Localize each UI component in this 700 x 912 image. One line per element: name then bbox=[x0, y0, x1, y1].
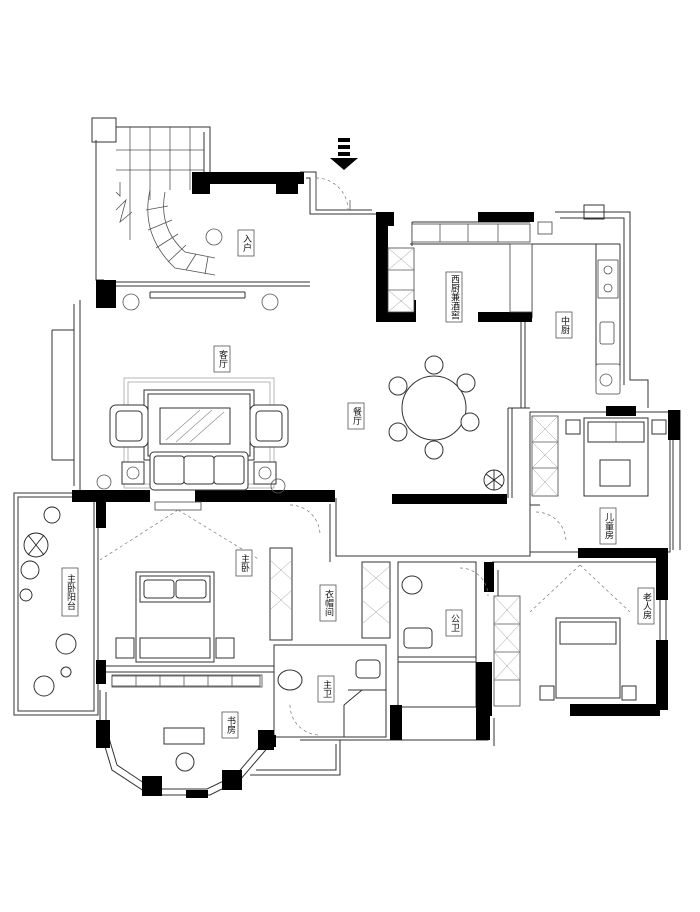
master-bath-fixtures bbox=[277, 659, 381, 736]
dining-table bbox=[388, 355, 505, 491]
label-chinese-kitchen: 中厨 bbox=[559, 315, 570, 334]
entry-arrow-icon bbox=[330, 138, 358, 170]
public-bath-fixtures bbox=[401, 567, 489, 649]
label-western-kitchen: 西厨兼酒窖 bbox=[449, 274, 460, 320]
label-living: 客厅 bbox=[217, 349, 228, 368]
label-walk-in-closet: 衣帽间 bbox=[323, 588, 334, 617]
living-room-furniture bbox=[96, 293, 289, 494]
label-master-bath: 主卫 bbox=[321, 679, 332, 698]
western-kitchen-cabinets bbox=[387, 221, 553, 313]
stair-arrow-icon bbox=[115, 182, 121, 197]
staircase bbox=[115, 127, 223, 276]
elder-room-furniture bbox=[493, 511, 637, 707]
chinese-kitchen-fixtures bbox=[595, 259, 621, 395]
label-dining: 餐厅 bbox=[351, 406, 362, 425]
label-elder-room: 老人房 bbox=[641, 591, 652, 620]
balcony-plants bbox=[19, 506, 77, 697]
stair-post bbox=[91, 117, 117, 143]
label-public-bath: 公卫 bbox=[449, 614, 460, 632]
room-labels: 入户 客厅 餐厅 西厨兼酒窖 中厨 儿童房 主卧 衣帽间 公卫 老人房 主卫 书… bbox=[61, 229, 655, 739]
study-furniture bbox=[163, 727, 205, 772]
label-balcony: 主卧阳台 bbox=[65, 573, 76, 611]
column-box bbox=[583, 204, 605, 220]
children-room-furniture bbox=[531, 415, 667, 497]
closet-cabinets bbox=[269, 559, 391, 625]
label-master-bedroom: 主卧 bbox=[239, 553, 250, 573]
master-bedroom-furniture bbox=[99, 501, 321, 687]
label-children-room: 儿童房 bbox=[603, 512, 614, 540]
entry-door bbox=[315, 177, 351, 211]
label-entry: 入户 bbox=[241, 234, 252, 253]
label-study: 书房 bbox=[225, 716, 236, 735]
